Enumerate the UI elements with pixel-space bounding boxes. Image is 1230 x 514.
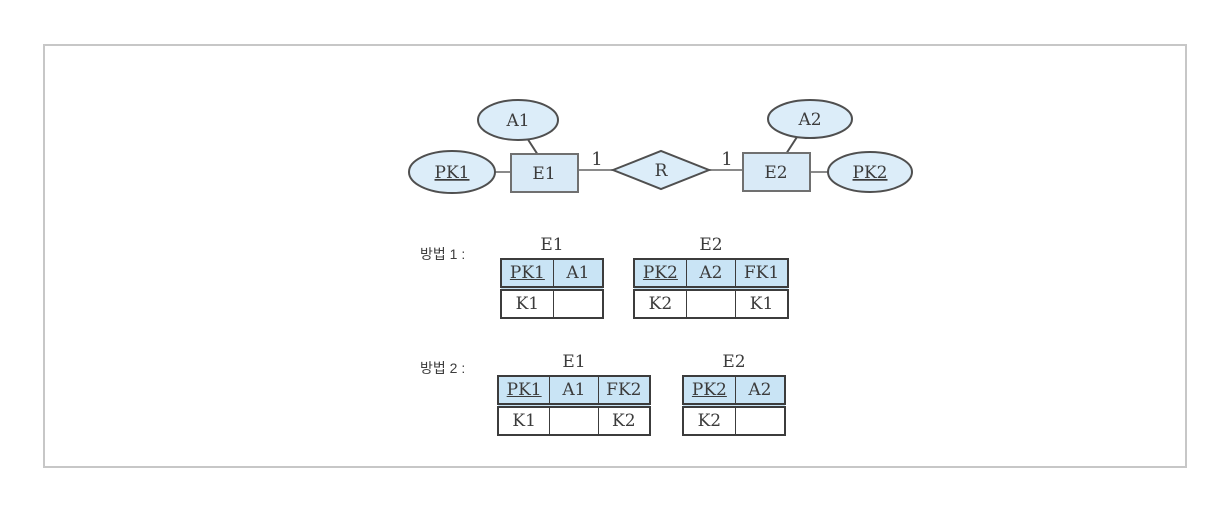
key-ellipse-pk1 bbox=[408, 150, 496, 194]
attribute-label-a2: A2 bbox=[797, 110, 821, 130]
cardinality-label-right: 1 bbox=[721, 149, 732, 170]
table-cell: K1 bbox=[735, 288, 789, 319]
relationship-label-r: R bbox=[655, 161, 669, 181]
method-2-table-e2: E2 PK2 A2 K2 bbox=[682, 352, 786, 436]
table-title: E1 bbox=[562, 352, 586, 372]
method-2-label: 방법 2 : bbox=[420, 360, 466, 376]
connector-a2-e2 bbox=[785, 136, 798, 155]
table-cell bbox=[549, 405, 599, 436]
column-header: A1 bbox=[549, 375, 599, 408]
key-label-pk2: PK2 bbox=[853, 163, 888, 183]
column-header-key: PK1 bbox=[500, 258, 554, 291]
table-cell bbox=[552, 288, 604, 319]
column-header: A1 bbox=[552, 258, 604, 291]
method-2-table-e1: E1 PK1 A1 FK2 K1 K2 bbox=[497, 352, 651, 436]
table-title: E2 bbox=[722, 352, 746, 372]
entity-label-e2: E2 bbox=[764, 163, 787, 183]
column-header: A2 bbox=[685, 258, 737, 291]
relation-table: PK2 A2 K2 bbox=[682, 375, 786, 436]
key-label-pk1: PK1 bbox=[435, 163, 470, 183]
column-header-key: PK2 bbox=[682, 375, 736, 408]
relation-table: PK2 A2 FK1 K2 K1 bbox=[633, 258, 789, 319]
table-cell bbox=[685, 288, 737, 319]
cardinality-label-left: 1 bbox=[591, 149, 602, 170]
connector-a1-e1 bbox=[526, 137, 539, 156]
entity-label-e1: E1 bbox=[532, 164, 555, 184]
er-diagram: A1 A2 PK1 PK2 E1 E2 R 1 1 bbox=[408, 99, 913, 194]
relation-table: PK1 A1 FK2 K1 K2 bbox=[497, 375, 651, 436]
attribute-label-a1: A1 bbox=[505, 111, 529, 131]
method-1-table-e2: E2 PK2 A2 FK1 K2 K1 bbox=[633, 235, 789, 319]
method-1-table-e1: E1 PK1 A1 K1 bbox=[500, 235, 604, 319]
column-header: FK2 bbox=[597, 375, 651, 408]
table-cell: K2 bbox=[633, 288, 687, 319]
relation-table: PK1 A1 K1 bbox=[500, 258, 604, 319]
entity-rect-e2 bbox=[742, 152, 811, 192]
column-header: A2 bbox=[734, 375, 786, 408]
column-header-key: PK1 bbox=[497, 375, 551, 408]
table-cell: K2 bbox=[682, 405, 736, 436]
attribute-ellipse-a2 bbox=[767, 99, 853, 139]
key-ellipse-pk2 bbox=[827, 151, 913, 193]
table-title: E2 bbox=[699, 235, 723, 255]
table-cell: K2 bbox=[597, 405, 651, 436]
table-cell: K1 bbox=[497, 405, 551, 436]
column-header-key: PK2 bbox=[633, 258, 687, 291]
method-1-label: 방법 1 : bbox=[420, 246, 466, 262]
table-title: E1 bbox=[540, 235, 564, 255]
table-cell: K1 bbox=[500, 288, 554, 319]
attribute-ellipse-a1 bbox=[477, 99, 559, 141]
column-header: FK1 bbox=[735, 258, 789, 291]
table-cell bbox=[734, 405, 786, 436]
relationship-diamond-r bbox=[610, 149, 712, 191]
entity-rect-e1 bbox=[510, 153, 579, 193]
